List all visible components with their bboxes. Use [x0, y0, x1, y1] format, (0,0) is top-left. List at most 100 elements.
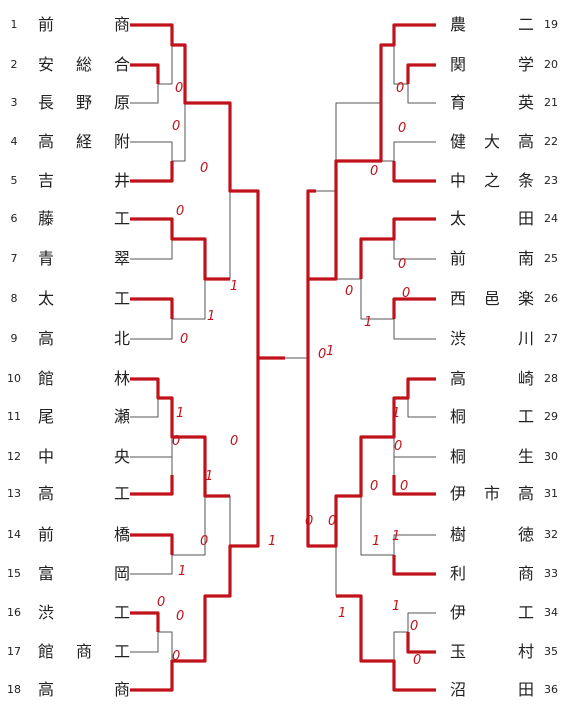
bracket-line [360, 596, 394, 662]
bracket-line [185, 102, 231, 280]
score-mark: 0 [318, 347, 326, 362]
score-mark: 1 [326, 344, 334, 359]
bracket-line [130, 218, 173, 260]
seed-number: 17 [7, 645, 21, 658]
seed-number: 16 [7, 606, 21, 619]
seed-number: 2 [10, 58, 18, 71]
seed-number: 36 [544, 683, 558, 696]
seed-number: 18 [7, 683, 21, 696]
bracket-line [393, 218, 436, 260]
bracket-line [130, 631, 173, 691]
winner-path [130, 63, 160, 84]
seed-number: 9 [10, 332, 18, 345]
score-mark: 0 [175, 81, 183, 96]
seed-number: 21 [544, 96, 558, 109]
bracket-line [393, 24, 436, 85]
seed-number: 19 [544, 18, 558, 31]
score-mark: 1 [372, 534, 380, 549]
right-team-row: 26 西邑楽 [0, 288, 566, 310]
score-mark: 0 [370, 164, 378, 179]
team-name: 吉 井 [38, 171, 130, 190]
seed-number: 14 [7, 528, 21, 541]
seed-number: 12 [7, 450, 21, 463]
winner-path [130, 533, 174, 555]
winner-path [130, 217, 230, 281]
winner-path [336, 594, 436, 692]
winner-path [359, 217, 436, 279]
team-name: 尾 瀬 [38, 407, 130, 426]
score-mark: 1 [338, 606, 346, 621]
bracket-line [380, 44, 394, 162]
winner-path [392, 297, 436, 319]
right-team-row: 20 関 学 [0, 54, 566, 76]
seed-number: 20 [544, 58, 558, 71]
team-name: 利 商 [450, 564, 534, 583]
score-mark: 0 [345, 284, 353, 299]
seed-number: 33 [544, 567, 558, 580]
bracket-line [407, 378, 436, 418]
seed-number: 3 [10, 96, 18, 109]
winner-path [392, 475, 436, 496]
team-name: 玉 村 [450, 642, 534, 661]
team-name: 中 央 [38, 447, 130, 466]
team-name: 高 崎 [450, 369, 534, 388]
team-name: 中之条 [450, 171, 534, 190]
bracket-line [407, 64, 436, 104]
seed-number: 8 [10, 292, 18, 305]
team-name: 前 南 [450, 249, 534, 268]
winner-path [130, 297, 174, 319]
bracket-line [130, 24, 173, 85]
score-mark: 0 [157, 595, 165, 610]
team-name: 樹 徳 [450, 525, 534, 544]
team-name: 青 翠 [38, 249, 130, 268]
winner-path [306, 189, 436, 548]
team-name: 健大高 [450, 132, 534, 151]
bracket-line [393, 141, 436, 182]
score-mark: 1 [178, 564, 186, 579]
seed-number: 26 [544, 292, 558, 305]
team-name: 太 田 [450, 209, 534, 228]
seed-number: 31 [544, 487, 558, 500]
team-name: 西邑楽 [450, 289, 534, 308]
bracket-line [130, 534, 173, 575]
bracket-line [230, 190, 259, 547]
bracket-line [393, 298, 436, 340]
score-mark: 1 [392, 529, 400, 544]
left-team-row: 13 高 工 [0, 483, 566, 505]
score-mark: 0 [398, 257, 406, 272]
score-mark: 0 [200, 161, 208, 176]
winner-path [406, 632, 436, 654]
left-team-row: 14 前 橋 [0, 524, 566, 546]
team-name: 高 工 [38, 484, 130, 503]
team-name: 前 商 [38, 15, 130, 34]
score-mark: 0 [413, 653, 421, 668]
winner-path [406, 63, 436, 84]
seed-number: 13 [7, 487, 21, 500]
bracket-line [205, 495, 231, 597]
winner-path [130, 23, 285, 360]
team-name: 藤 工 [38, 209, 130, 228]
team-name: 関 学 [450, 55, 534, 74]
bracket-line [360, 238, 394, 320]
team-name: 前 橋 [38, 525, 130, 544]
score-mark: 0 [398, 121, 406, 136]
seed-number: 34 [544, 606, 558, 619]
seed-number: 29 [544, 410, 558, 423]
